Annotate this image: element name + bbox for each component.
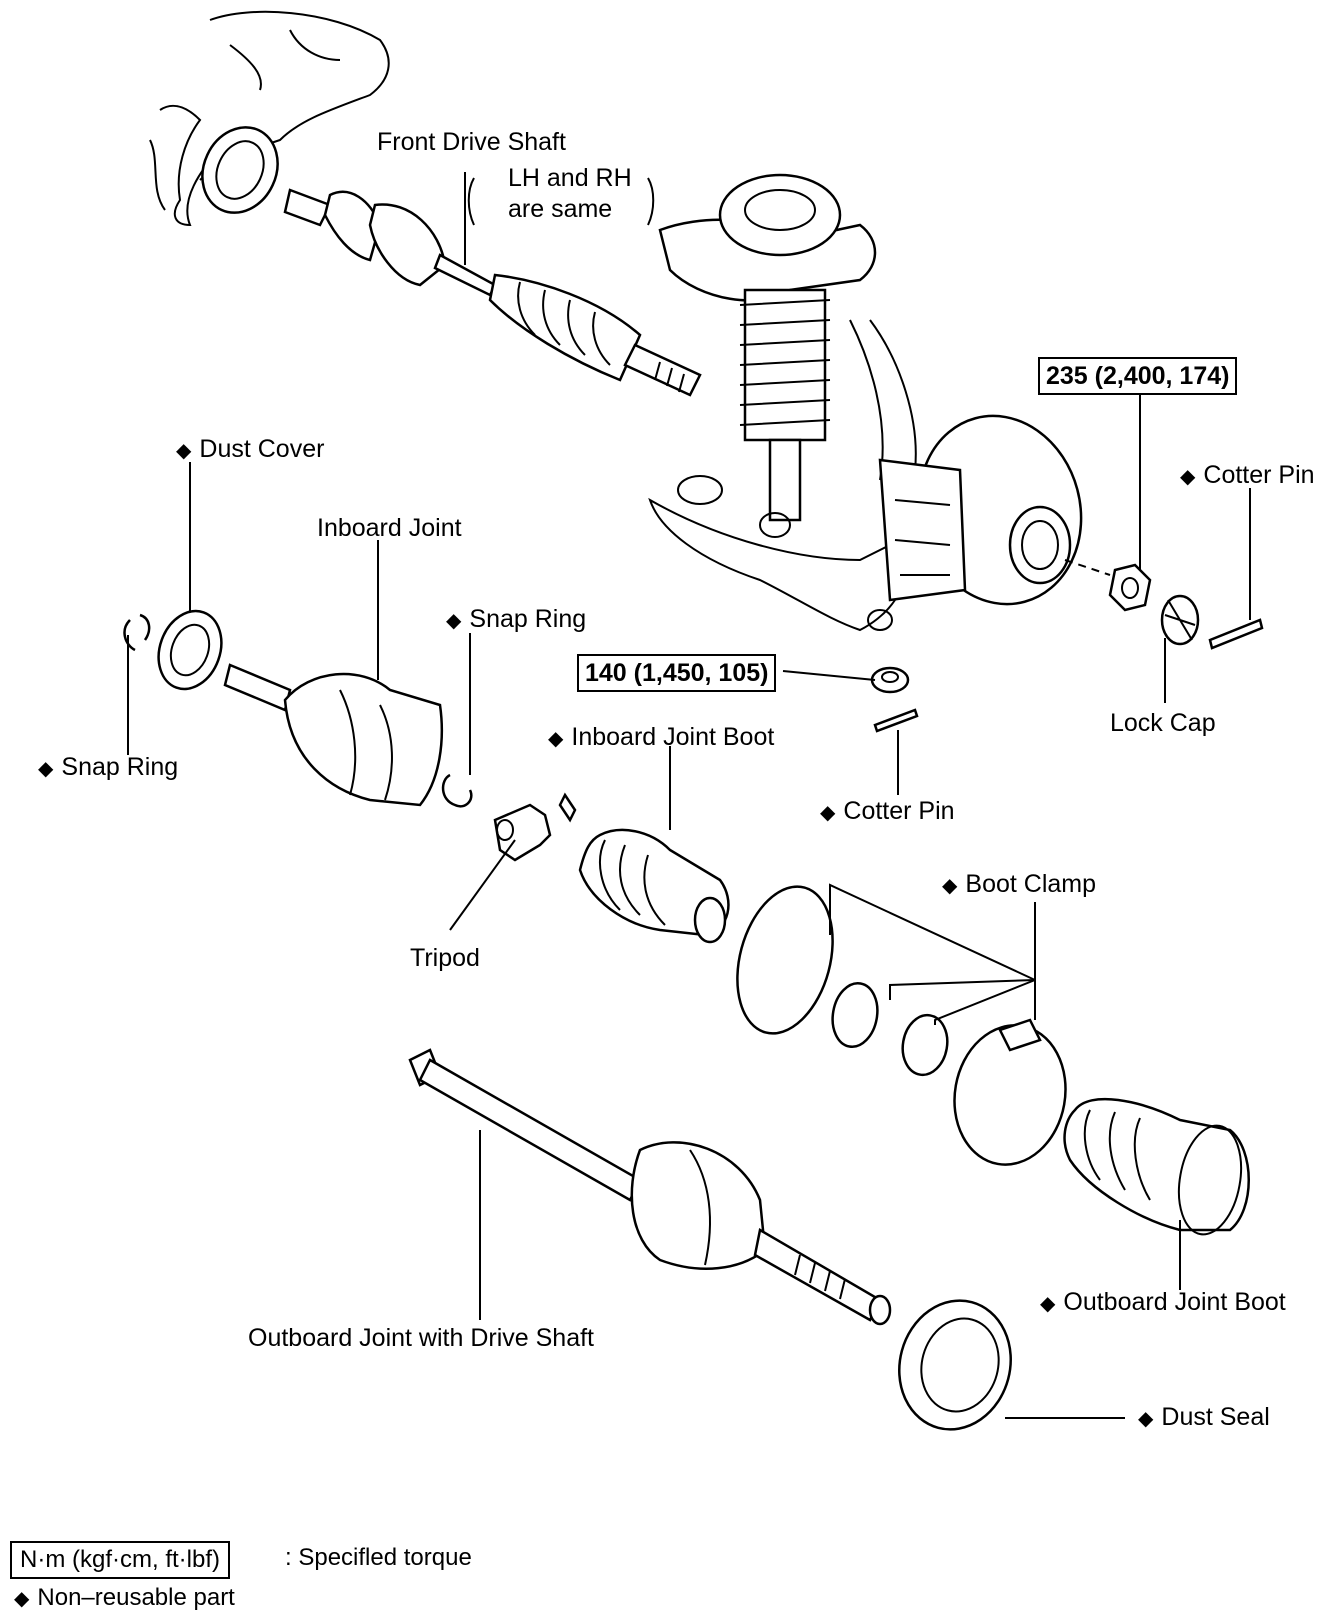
black-diamond-icon: ◆ bbox=[176, 440, 192, 462]
boot-and-clamps-drawing bbox=[580, 830, 1076, 1173]
transaxle-housing-drawing bbox=[150, 12, 389, 225]
legend-torque-desc: : Specifled torque bbox=[285, 1544, 472, 1571]
outboard-boot-drawing bbox=[1065, 1099, 1250, 1239]
label-snap-ring-upper: ◆ Snap Ring bbox=[446, 604, 586, 636]
label-text: Snap Ring bbox=[469, 605, 587, 633]
label-dust-cover: ◆ Dust Cover bbox=[176, 434, 324, 466]
outboard-joint-shaft-drawing bbox=[410, 1050, 890, 1324]
label-text: Cotter Pin bbox=[843, 797, 955, 825]
label-text: Dust Seal bbox=[1161, 1403, 1270, 1431]
label-cotter-pin-right: ◆ Cotter Pin bbox=[1180, 460, 1315, 492]
black-diamond-icon: ◆ bbox=[14, 1588, 30, 1610]
label-outboard-joint-boot: ◆ Outboard Joint Boot bbox=[1040, 1287, 1286, 1319]
torque-spec-ball-joint-nut: 140 (1,450, 105) bbox=[577, 654, 777, 692]
black-diamond-icon: ◆ bbox=[548, 728, 564, 750]
legend-text: Non–reusable part bbox=[37, 1584, 235, 1611]
label-tripod: Tripod bbox=[410, 944, 480, 972]
label-dust-seal: ◆ Dust Seal bbox=[1138, 1402, 1270, 1434]
black-diamond-icon: ◆ bbox=[820, 802, 836, 824]
black-diamond-icon: ◆ bbox=[942, 875, 958, 897]
torque-spec-lock-nut: 235 (2,400, 174) bbox=[1038, 357, 1238, 395]
black-diamond-icon: ◆ bbox=[1138, 1408, 1154, 1430]
ball-joint-nut-drawing bbox=[872, 668, 917, 731]
label-text: Inboard Joint Boot bbox=[571, 723, 775, 751]
label-snap-ring-left: ◆ Snap Ring bbox=[38, 752, 178, 784]
black-diamond-icon: ◆ bbox=[446, 610, 462, 632]
label-inboard-joint-boot: ◆ Inboard Joint Boot bbox=[548, 722, 774, 754]
label-cotter-pin-mid: ◆ Cotter Pin bbox=[820, 796, 955, 828]
label-text: Outboard Joint Boot bbox=[1063, 1288, 1286, 1316]
black-diamond-icon: ◆ bbox=[1180, 466, 1196, 488]
legend-non-reusable: ◆ Non–reusable part bbox=[14, 1583, 235, 1614]
label-text: Snap Ring bbox=[61, 753, 179, 781]
hub-nut-parts-drawing bbox=[1065, 560, 1262, 648]
black-diamond-icon: ◆ bbox=[38, 758, 54, 780]
suspension-knuckle-drawing bbox=[650, 175, 1102, 630]
label-front-drive-shaft: Front Drive Shaft bbox=[377, 128, 566, 156]
label-lh-rh-line1: LH and RH bbox=[508, 164, 632, 192]
label-lock-cap: Lock Cap bbox=[1110, 709, 1216, 737]
legend-torque-units: N·m (kgf·cm, ft·lbf) bbox=[10, 1541, 230, 1579]
label-lh-rh-line2: are same bbox=[508, 195, 613, 223]
label-text: Boot Clamp bbox=[965, 870, 1097, 898]
left-components-drawing bbox=[125, 602, 575, 860]
label-boot-clamp: ◆ Boot Clamp bbox=[942, 869, 1096, 901]
label-inboard-joint: Inboard Joint bbox=[317, 514, 462, 542]
leader-lines bbox=[128, 172, 1250, 1418]
front-drive-shaft-drawing bbox=[285, 190, 700, 395]
dust-seal-drawing bbox=[885, 1288, 1025, 1442]
black-diamond-icon: ◆ bbox=[1040, 1293, 1056, 1315]
label-outboard-joint-shaft: Outboard Joint with Drive Shaft bbox=[248, 1324, 594, 1352]
label-text: Cotter Pin bbox=[1203, 461, 1315, 489]
label-text: Dust Cover bbox=[199, 435, 325, 463]
